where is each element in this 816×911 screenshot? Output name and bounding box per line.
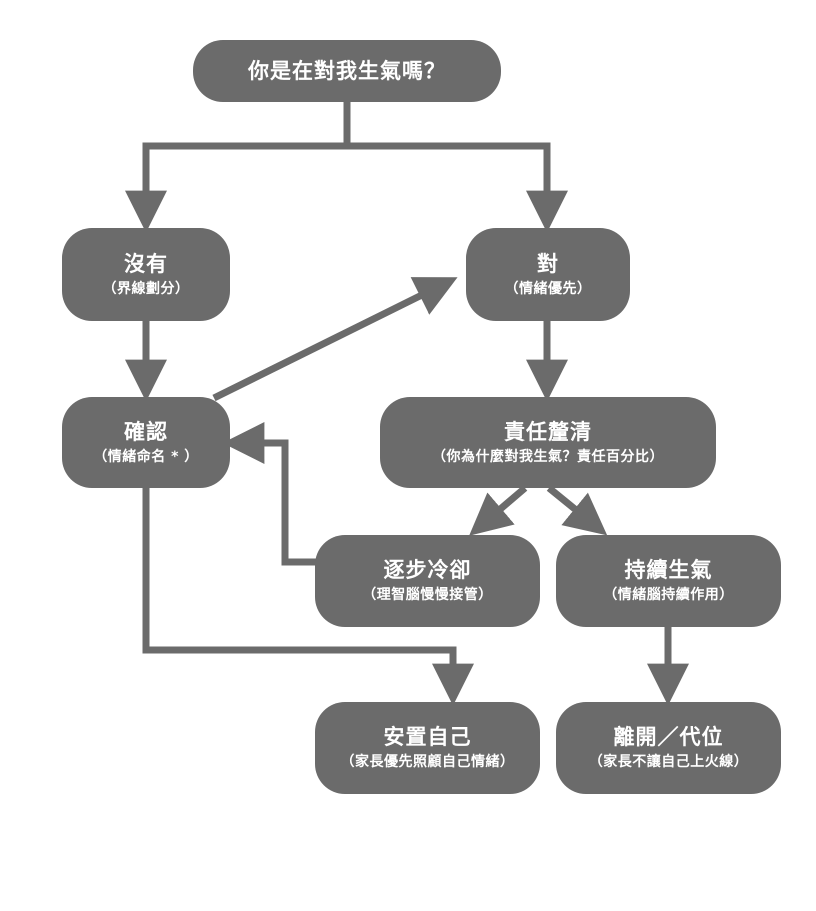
node-confirm-title: 確認 (124, 419, 168, 444)
node-start-title: 你是在對我生氣嗎？ (248, 59, 446, 83)
node-clarify-subtitle: （你為什麼對我生氣？責任百分比） (432, 448, 664, 465)
node-no: 沒有 （界線劃分） (62, 228, 230, 321)
node-yes: 對 （情緒優先） (466, 228, 630, 321)
node-leave: 離開／代位 （家長不讓自己上火線） (556, 702, 781, 794)
node-leave-subtitle: （家長不讓自己上火線） (588, 754, 749, 770)
node-angry-title: 持續生氣 (624, 558, 713, 582)
node-confirm: 確認 （情緒命名 * ） (62, 397, 230, 488)
connector-clarify-to-angry (546, 485, 608, 536)
node-yes-title: 對 (537, 251, 559, 276)
connector-confirm-to-self (142, 488, 474, 706)
connector-confirm-to-yes (212, 277, 458, 402)
connector-start-to-yes (347, 142, 568, 233)
node-cooldown-subtitle: （理智腦慢慢接管） (362, 587, 493, 603)
node-self-subtitle: （家長優先照顧自己情緒） (340, 754, 515, 770)
node-no-title: 沒有 (124, 251, 168, 276)
node-angry: 持續生氣 （情緒腦持續作用） (556, 535, 781, 627)
node-cooldown-title: 逐步冷卻 (383, 558, 472, 582)
node-start: 你是在對我生氣嗎？ (193, 40, 501, 102)
node-no-subtitle: （界線劃分） (102, 280, 190, 297)
node-leave-title: 離開／代位 (613, 725, 724, 749)
node-yes-subtitle: （情緒優先） (504, 280, 592, 297)
connector-start-to-no (125, 142, 347, 233)
node-clarify-title: 責任釐清 (504, 419, 592, 444)
node-cooldown: 逐步冷卻 （理智腦慢慢接管） (315, 535, 540, 627)
node-angry-subtitle: （情緒腦持續作用） (603, 587, 734, 603)
node-confirm-subtitle: （情緒命名 * ） (93, 448, 199, 465)
node-self: 安置自己 （家長優先照顧自己情緒） (315, 702, 540, 794)
node-self-title: 安置自己 (383, 725, 472, 749)
node-clarify: 責任釐清 （你為什麼對我生氣？責任百分比） (380, 397, 716, 488)
connector-clarify-to-cooldown (469, 485, 528, 536)
connector-cooldown-to-confirm (222, 422, 316, 566)
